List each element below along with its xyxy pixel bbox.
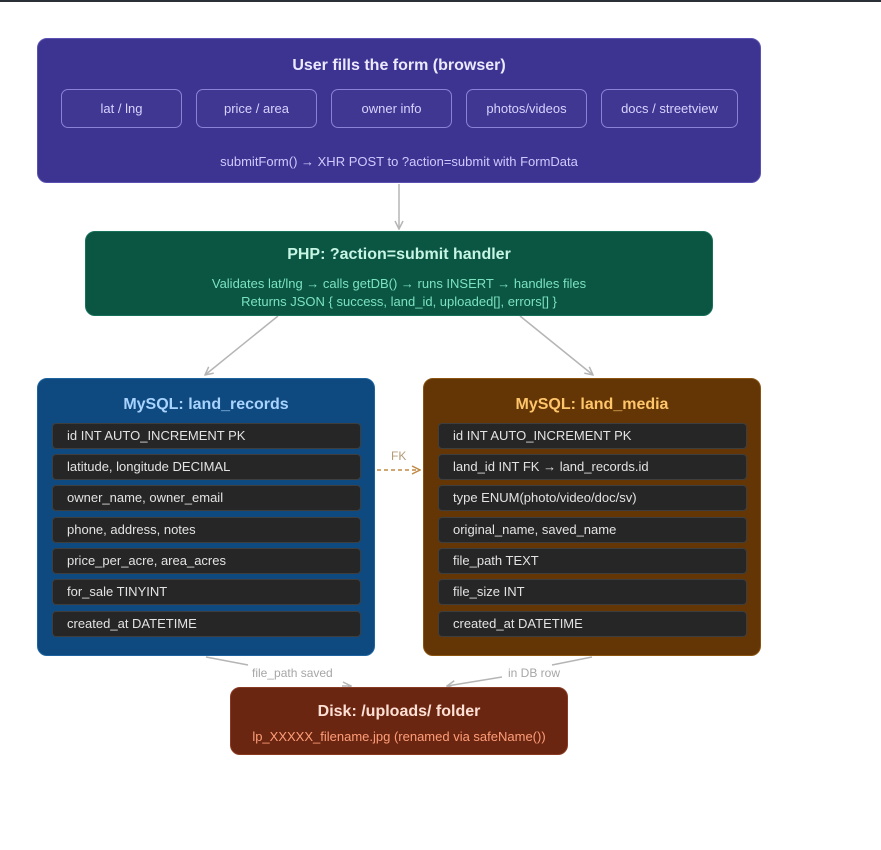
media-field: original_name, saved_name	[438, 517, 747, 543]
browser-form-box: User fills the form (browser) lat / lng …	[37, 38, 761, 183]
records-field: id INT AUTO_INCREMENT PK	[52, 423, 361, 449]
media-field: file_size INT	[438, 579, 747, 605]
media-field: land_id INT FK → land_records.id	[438, 454, 747, 480]
records-field: for_sale TINYINT	[52, 579, 361, 605]
php-line-2: Returns JSON { success, land_id, uploade…	[241, 294, 557, 309]
in-db-row-label: in DB row	[508, 666, 561, 680]
php-title: PHP: ?action=submit handler	[287, 246, 511, 263]
chip-photos-videos: photos/videos	[466, 89, 587, 128]
land-media-table: MySQL: land_media id INT AUTO_INCREMENT …	[423, 378, 761, 656]
arrow-php-to-records	[205, 315, 279, 375]
media-field: type ENUM(photo/video/doc/sv)	[438, 485, 747, 511]
fk-label: FK	[391, 449, 407, 463]
arrow-media-to-disk	[551, 656, 593, 666]
land-records-title: MySQL: land_records	[123, 396, 289, 413]
chip-lat-lng: lat / lng	[61, 89, 182, 128]
media-field: file_path TEXT	[438, 548, 747, 574]
land-records-table: MySQL: land_records id INT AUTO_INCREMEN…	[37, 378, 375, 656]
chip-price-area: price / area	[196, 89, 317, 128]
media-field: id INT AUTO_INCREMENT PK	[438, 423, 747, 449]
records-field: latitude, longitude DECIMAL	[52, 454, 361, 480]
chip-docs-streetview: docs / streetview	[601, 89, 738, 128]
disk-title: Disk: /uploads/ folder	[317, 703, 481, 720]
arrow-media-to-disk-head	[447, 676, 503, 686]
records-field: price_per_acre, area_acres	[52, 548, 361, 574]
php-line-1: Validates lat/lng → calls getDB() → runs…	[211, 276, 587, 291]
disk-uploads-box: Disk: /uploads/ folder lp_XXXXX_filename…	[230, 687, 568, 755]
arrow-php-to-media	[519, 315, 593, 375]
chip-owner-info: owner info	[331, 89, 452, 128]
arrow-records-to-disk	[205, 656, 249, 666]
records-field: created_at DATETIME	[52, 611, 361, 637]
file-path-saved-label: file_path saved	[252, 666, 333, 680]
disk-subtitle: lp_XXXXX_filename.jpg (renamed via safeN…	[252, 729, 546, 744]
land-media-title: MySQL: land_media	[515, 396, 669, 413]
media-field: created_at DATETIME	[438, 611, 747, 637]
browser-footer: submitForm() → XHR POST to ?action=submi…	[220, 154, 578, 169]
records-field: owner_name, owner_email	[52, 485, 361, 511]
records-field: phone, address, notes	[52, 517, 361, 543]
browser-title: User fills the form (browser)	[292, 57, 506, 74]
window-top-border	[0, 0, 881, 2]
php-handler-box: PHP: ?action=submit handler Validates la…	[85, 231, 713, 316]
